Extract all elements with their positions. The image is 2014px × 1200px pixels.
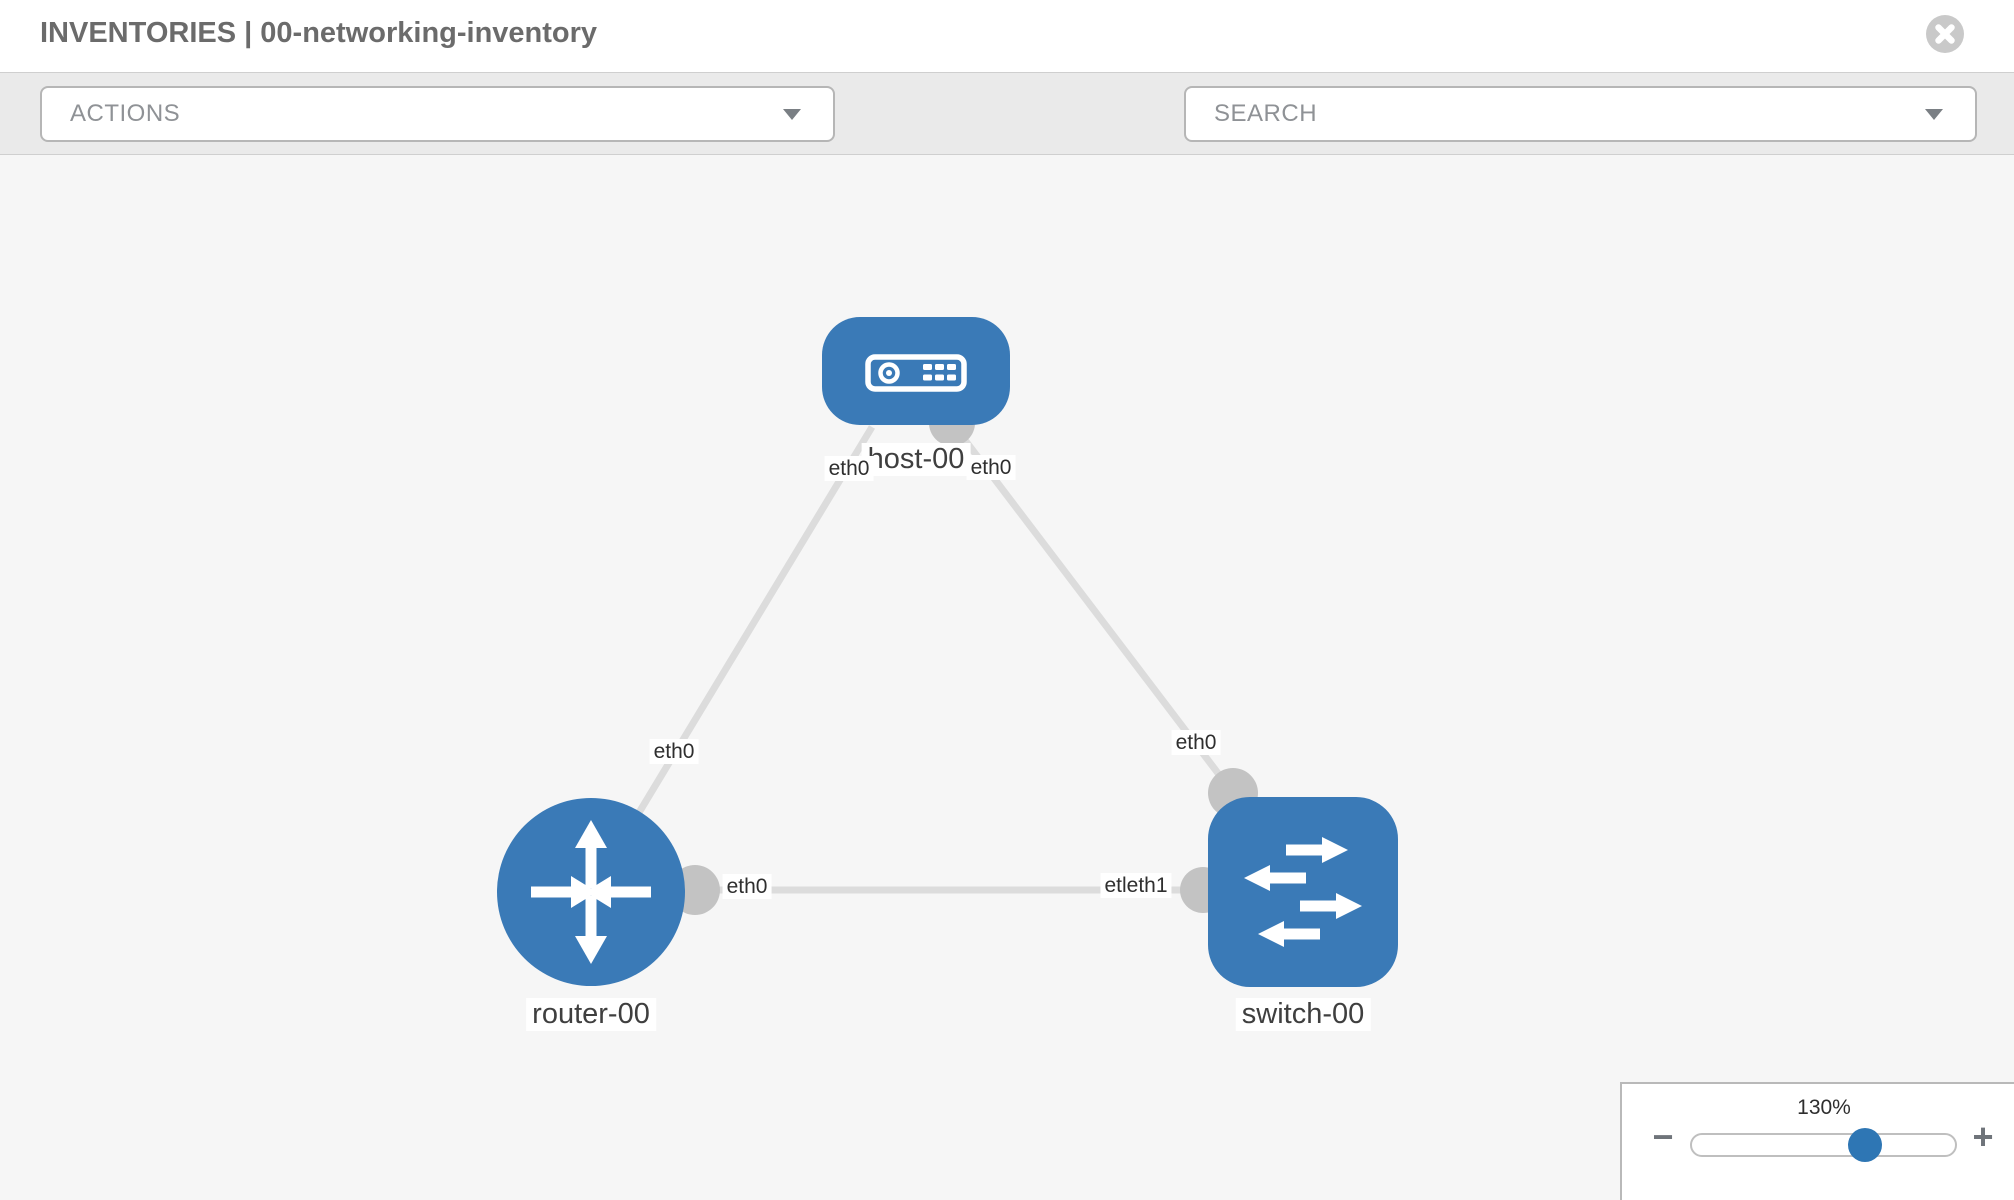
node-label-switch-00: switch-00 [1235, 998, 1371, 1031]
zoom-out-button[interactable]: − [1652, 1116, 1674, 1157]
node-host-00[interactable] [822, 317, 1010, 425]
zoom-slider[interactable] [1690, 1128, 1957, 1162]
topology-edges-layer [588, 400, 1258, 915]
zoom-in-button[interactable]: + [1972, 1116, 1994, 1157]
host-icon [865, 354, 967, 392]
node-label-router-00: router-00 [526, 998, 656, 1031]
node-switch-00[interactable] [1208, 797, 1398, 987]
interface-label-switch-host: eth0 [1171, 730, 1221, 755]
close-icon [1926, 15, 1964, 53]
search-dropdown[interactable]: SEARCH [1184, 86, 1977, 142]
header: INVENTORIES | 00-networking-inventory [0, 0, 2014, 72]
node-router-00[interactable] [497, 798, 685, 986]
zoom-panel: 130% − + [1620, 1082, 2014, 1200]
search-dropdown-label: SEARCH [1214, 100, 1318, 127]
interface-label-router-switch: eth0 [722, 874, 772, 899]
chevron-down-icon [1925, 109, 1943, 120]
zoom-level-readout: 130% [1797, 1096, 1851, 1119]
actions-dropdown-label: ACTIONS [70, 100, 181, 127]
interface-label-host-left: eth0 [824, 456, 874, 481]
close-button[interactable] [1926, 15, 1964, 53]
interface-label-host-right: eth0 [966, 455, 1016, 480]
switch-icon [1244, 837, 1362, 947]
node-label-host-00: host-00 [861, 443, 971, 476]
interface-label-switch-router: etleth1 [1100, 873, 1172, 898]
topology-canvas[interactable]: host-00 router-00 switch-00 eth0 eth0 et… [0, 155, 2014, 1200]
chevron-down-icon [783, 109, 801, 120]
page-title: INVENTORIES | 00-networking-inventory [40, 17, 598, 49]
interface-label-router-host: eth0 [649, 739, 699, 764]
actions-dropdown[interactable]: ACTIONS [40, 86, 835, 142]
router-icon [531, 820, 651, 964]
zoom-slider-handle[interactable] [1848, 1128, 1882, 1162]
toolbar: ACTIONS SEARCH [0, 72, 2014, 203]
